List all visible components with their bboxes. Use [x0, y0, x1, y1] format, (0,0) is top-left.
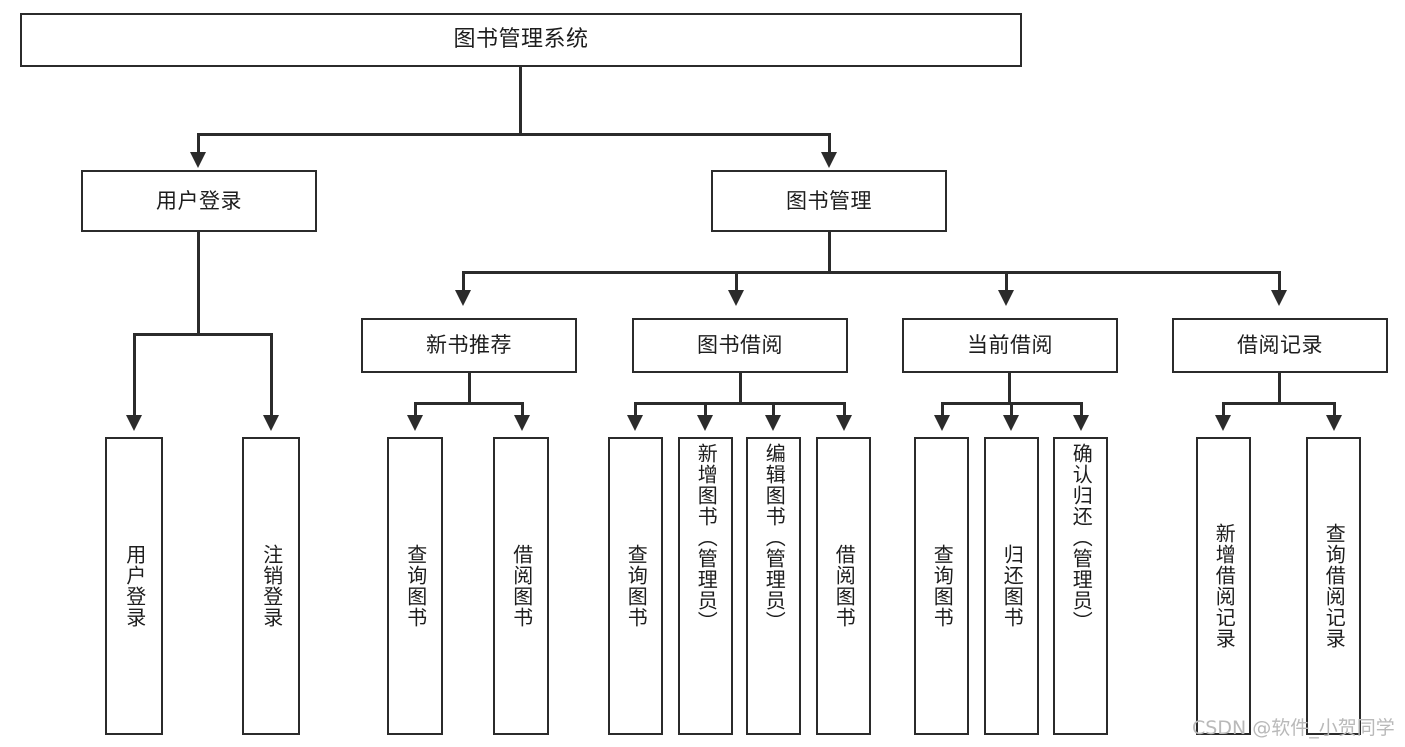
- connector-borrow-record-stem: [1278, 373, 1281, 403]
- leaf-label: 查询图书: [930, 544, 955, 628]
- connector-to-current-borrow: [1005, 271, 1008, 291]
- leaf-add-book-admin[interactable]: 新增图书（管理员）: [678, 437, 733, 735]
- node-label: 图书管理: [786, 188, 872, 213]
- connector-root-bus: [197, 133, 831, 136]
- connector-borrow-record-bus: [1222, 402, 1336, 405]
- connector-book-borrow-bus: [634, 402, 846, 405]
- connector-book-borrow-leaf-3: [843, 402, 846, 416]
- arrowhead-book-manage: [821, 152, 837, 168]
- leaf-confirm-return-admin[interactable]: 确认归还（管理员）: [1053, 437, 1108, 735]
- leaf-label: 注销登录: [259, 544, 284, 628]
- arrowhead-leaf-add-book: [697, 415, 713, 431]
- leaf-label: 查询图书: [403, 544, 428, 628]
- connector-book-manage-bus: [462, 271, 1280, 274]
- node-label: 用户登录: [156, 188, 242, 213]
- leaf-label: 借阅图书: [509, 544, 534, 628]
- connector-book-manage-stem: [828, 232, 831, 272]
- leaf-borrow-book-recommend[interactable]: 借阅图书: [493, 437, 549, 735]
- node-book-manage[interactable]: 图书管理: [711, 170, 947, 232]
- node-label: 当前借阅: [967, 333, 1053, 358]
- arrowhead-leaf-query-record: [1326, 415, 1342, 431]
- arrowhead-leaf-borrow-book-2: [836, 415, 852, 431]
- connector-root-to-user-login: [197, 133, 200, 153]
- connector-borrow-record-leaf-0: [1222, 402, 1225, 416]
- connector-borrow-record-leaf-1: [1333, 402, 1336, 416]
- leaf-label: 借阅图书: [832, 544, 857, 628]
- connector-current-borrow-stem: [1008, 373, 1011, 403]
- leaf-label: 用户登录: [122, 544, 147, 628]
- node-book-borrow[interactable]: 图书借阅: [632, 318, 848, 373]
- connector-new-book-stem: [468, 373, 471, 403]
- node-current-borrow[interactable]: 当前借阅: [902, 318, 1118, 373]
- leaf-user-login[interactable]: 用户登录: [105, 437, 163, 735]
- connector-new-book-leaf-0: [414, 402, 417, 416]
- leaf-query-book-current[interactable]: 查询图书: [914, 437, 969, 735]
- arrowhead-leaf-query-book-1: [407, 415, 423, 431]
- connector-user-login-leaf-1: [270, 333, 273, 416]
- arrowhead-leaf-query-book-3: [934, 415, 950, 431]
- leaf-query-borrow-record[interactable]: 查询借阅记录: [1306, 437, 1361, 735]
- watermark-text: CSDN @软件_小贺同学: [1192, 717, 1395, 739]
- connector-root-stem: [519, 67, 522, 134]
- node-label: 图书借阅: [697, 333, 783, 358]
- node-label: 借阅记录: [1237, 333, 1323, 358]
- arrowhead-leaf-user-login: [126, 415, 142, 431]
- node-root-system[interactable]: 图书管理系统: [20, 13, 1022, 67]
- leaf-label: 新增图书（管理员）: [694, 443, 719, 632]
- connector-to-book-borrow: [735, 271, 738, 291]
- connector-root-to-book-manage: [828, 133, 831, 153]
- connector-book-borrow-leaf-0: [634, 402, 637, 416]
- arrowhead-leaf-confirm-return: [1073, 415, 1089, 431]
- leaf-label: 编辑图书（管理员）: [762, 443, 787, 632]
- leaf-query-book-borrow[interactable]: 查询图书: [608, 437, 663, 735]
- connector-current-borrow-leaf-1: [1010, 402, 1013, 416]
- leaf-label: 新增借阅记录: [1212, 523, 1237, 649]
- connector-user-login-bus: [133, 333, 272, 336]
- connector-book-borrow-stem: [739, 373, 742, 403]
- connector-book-borrow-leaf-1: [704, 402, 707, 416]
- leaf-label: 查询借阅记录: [1322, 523, 1347, 649]
- connector-to-borrow-record: [1278, 271, 1281, 291]
- arrowhead-leaf-borrow-book-1: [514, 415, 530, 431]
- leaf-query-book-recommend[interactable]: 查询图书: [387, 437, 443, 735]
- arrowhead-new-book: [455, 290, 471, 306]
- connector-new-book-leaf-1: [521, 402, 524, 416]
- leaf-borrow-book-borrow[interactable]: 借阅图书: [816, 437, 871, 735]
- arrowhead-leaf-query-book-2: [627, 415, 643, 431]
- arrowhead-current-borrow: [998, 290, 1014, 306]
- connector-new-book-bus: [414, 402, 524, 405]
- node-borrow-record[interactable]: 借阅记录: [1172, 318, 1388, 373]
- leaf-logout[interactable]: 注销登录: [242, 437, 300, 735]
- leaf-edit-book-admin[interactable]: 编辑图书（管理员）: [746, 437, 801, 735]
- arrowhead-leaf-return-book: [1003, 415, 1019, 431]
- node-label: 新书推荐: [426, 333, 512, 358]
- connector-user-login-leaf-0: [133, 333, 136, 416]
- connector-user-login-stem: [197, 232, 200, 335]
- leaf-label: 查询图书: [624, 544, 649, 628]
- arrowhead-leaf-logout: [263, 415, 279, 431]
- node-label: 图书管理系统: [453, 27, 589, 53]
- leaf-label: 确认归还（管理员）: [1069, 443, 1094, 632]
- arrowhead-book-borrow: [728, 290, 744, 306]
- node-user-login[interactable]: 用户登录: [81, 170, 317, 232]
- node-new-book-recommend[interactable]: 新书推荐: [361, 318, 577, 373]
- connector-current-borrow-leaf-0: [941, 402, 944, 416]
- connector-book-borrow-leaf-2: [772, 402, 775, 416]
- arrowhead-user-login: [190, 152, 206, 168]
- arrowhead-borrow-record: [1271, 290, 1287, 306]
- leaf-label: 归还图书: [1000, 544, 1025, 628]
- leaf-add-borrow-record[interactable]: 新增借阅记录: [1196, 437, 1251, 735]
- connector-to-new-book: [462, 271, 465, 291]
- arrowhead-leaf-add-record: [1215, 415, 1231, 431]
- leaf-return-book[interactable]: 归还图书: [984, 437, 1039, 735]
- connector-current-borrow-leaf-2: [1080, 402, 1083, 416]
- arrowhead-leaf-edit-book: [765, 415, 781, 431]
